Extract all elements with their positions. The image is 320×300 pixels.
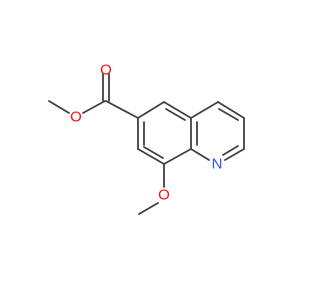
atom-methoxy-oxygen: O: [158, 187, 170, 204]
bond-ether-o-carbonyl-c: [82, 100, 106, 114]
bond-inner-c8-c7: [143, 146, 164, 159]
atom-carbonyl-oxygen: O: [100, 62, 112, 79]
atom-ether-oxygen: O: [70, 109, 82, 126]
bond-c8-c7: [137, 148, 165, 165]
bond-carbonyl-ring: [105, 100, 139, 119]
bond-c8a-c8: [163, 148, 192, 165]
bond-c4a-c4: [190, 101, 219, 119]
bond-inner-c5-c4a: [165, 108, 186, 121]
structure-diagram: O O N O: [48, 62, 245, 215]
bond-c2-n1: [224, 148, 245, 161]
bonds: [48, 73, 245, 215]
bond-c6-c5: [137, 101, 165, 119]
atom-labels: O O N O: [70, 62, 222, 204]
bond-n1-c8a: [190, 148, 210, 161]
bond-inner-c4-c3: [218, 108, 239, 121]
bond-methyl-ether-o: [48, 100, 70, 114]
atom-ring-nitrogen: N: [212, 156, 223, 173]
bond-inner-c2-n1: [222, 145, 239, 156]
bond-methoxy-o-methyl: [138, 202, 159, 215]
bond-c5-c4a: [163, 101, 192, 119]
bond-c4-c3: [217, 101, 245, 119]
